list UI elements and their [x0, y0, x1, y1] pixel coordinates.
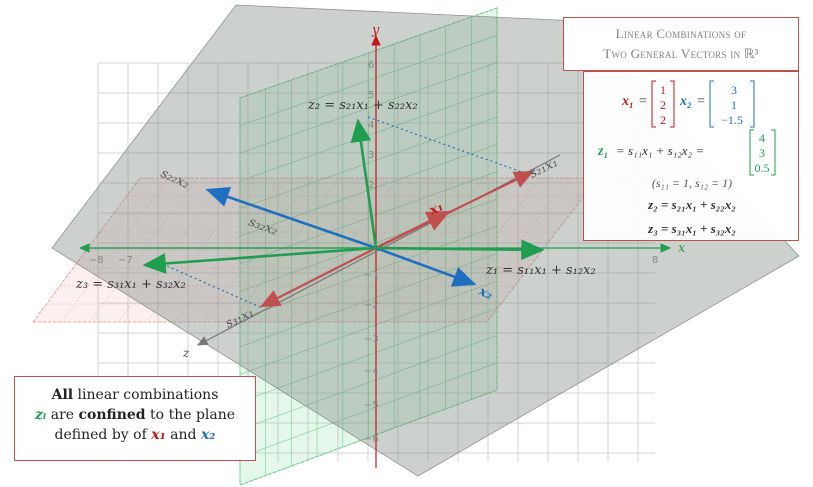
x-tick: 8: [652, 255, 658, 266]
svg-text:=: =: [639, 94, 647, 109]
note-text: and: [165, 427, 201, 443]
title-box: Linear Combinations of Two General Vecto…: [563, 17, 799, 71]
projection-lines: [157, 116, 531, 309]
vector-labels: z₂ = s₂₁x₁ + s₂₂x₂ z₁ = s₁₁x₁ + s₁₂x₂ z₃…: [75, 98, 596, 332]
y-axis-label: y: [371, 23, 380, 38]
title-line-2: Two General Vectors in ℝ³: [603, 46, 759, 61]
y-tick: −1: [364, 270, 379, 281]
z2-vector: [350, 118, 378, 249]
y-tick: −6: [364, 434, 379, 445]
note-line-3: defined by of x₁ and x₂: [15, 425, 255, 445]
x1-label: x₁: [426, 199, 446, 219]
x-axis-label: x: [678, 241, 686, 256]
y-tick: 2: [368, 180, 374, 191]
note-line-1: All linear combinations: [15, 385, 255, 405]
note-line-2: zᵢ are confined to the plane: [15, 405, 255, 425]
z2-equation: z₂ = s₂₁x₁ + s₂₂x₂: [647, 197, 736, 212]
note-box: All linear combinations zᵢ are confined …: [14, 376, 256, 461]
coef-note: (s₁₁ = 1, s₁₂ = 1): [652, 176, 732, 190]
x2-comp: 1: [731, 98, 737, 112]
x-tick: −7: [118, 255, 133, 266]
z1-comp: 4: [759, 131, 765, 145]
note-x1: x₁: [151, 427, 166, 443]
info-box: x₁ = 1 2 2 x₂ = 3 1 −1.5 z₁ = s₁₁x₁ + s₁…: [583, 71, 799, 241]
z1-vector: [375, 239, 545, 261]
x2-name: x₂: [679, 94, 692, 109]
x2-comp: −1.5: [721, 113, 743, 127]
title-line-1: Linear Combinations of: [615, 26, 747, 41]
x1-name: x₁: [621, 94, 634, 109]
x1-comp: 1: [660, 83, 666, 97]
x2-comp: 3: [731, 83, 737, 97]
note-text: linear combinations: [73, 387, 219, 403]
note-text: defined by of: [54, 427, 152, 443]
y-tick: −3: [364, 334, 379, 345]
note-all: All: [51, 387, 74, 403]
note-text: to the plane: [145, 407, 236, 423]
y-tick: −5: [364, 400, 379, 411]
note-zi: zᵢ: [34, 407, 47, 423]
s22x2-vector: [205, 186, 377, 250]
z1-rhs: = s₁₁x₁ + s₁₂x₂ =: [616, 143, 704, 158]
x2-vector: [375, 246, 477, 287]
note-x2: x₂: [200, 427, 216, 443]
y-tick: 4: [368, 120, 374, 131]
z3-vector: [142, 246, 377, 274]
note-confined: confined: [78, 407, 146, 423]
z1-label: z₁ = s₁₁x₁ + s₁₂x₂: [485, 263, 596, 278]
z1-comp: 0.5: [755, 161, 770, 175]
x1-comp: 2: [660, 113, 666, 127]
y-tick: −2: [364, 300, 379, 311]
y-tick: 5: [368, 90, 374, 101]
z2-label: z₂ = s₂₁x₁ + s₂₂x₂: [307, 98, 418, 113]
z1-name: z₁: [597, 144, 608, 159]
x-tick: −8: [89, 255, 104, 266]
note-text: are: [46, 407, 79, 423]
x1-vector: [375, 210, 451, 250]
x2-label: x₂: [475, 284, 495, 304]
z3-label: z₃ = s₃₁x₁ + s₃₂x₂: [75, 277, 186, 292]
y-tick: −4: [364, 366, 379, 377]
svg-text:=: =: [697, 94, 705, 109]
y-tick: 3: [368, 150, 374, 161]
info-equations: x₁ = 1 2 2 x₂ = 3 1 −1.5 z₁ = s₁₁x₁ + s₁…: [597, 80, 776, 236]
s31x1-vector: [260, 247, 377, 307]
z3-equation: z₃ = s₃₁x₁ + s₃₂x₂: [647, 221, 736, 236]
x1-comp: 2: [660, 98, 666, 112]
z1-comp: 3: [759, 146, 765, 160]
z-axis-label: z: [182, 346, 190, 360]
y-tick: 6: [368, 60, 374, 71]
